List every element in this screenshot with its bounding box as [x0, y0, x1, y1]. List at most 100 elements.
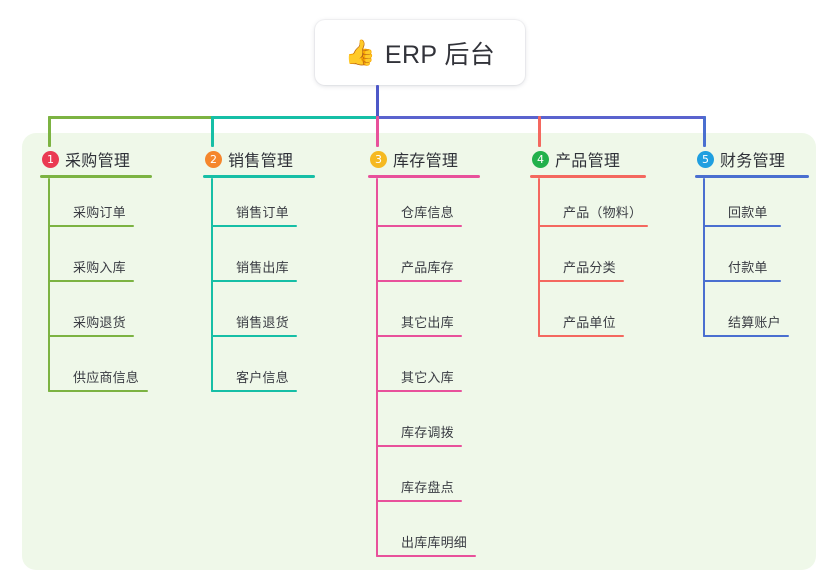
leaf-item[interactable]: 产品库存: [368, 233, 480, 288]
leaf-item-rule: [538, 225, 648, 227]
drop-line-4: [538, 116, 541, 147]
leaf-item-label: 结算账户: [728, 315, 781, 330]
bus-segment-teal: [211, 116, 379, 119]
leaf-item-rule: [48, 280, 134, 282]
root-node-title: ERP 后台: [384, 40, 496, 69]
branch-header-2[interactable]: 2 销售管理: [203, 148, 315, 170]
leaf-item-rule: [376, 335, 462, 337]
branch-badge-3: 3: [370, 150, 387, 168]
leaf-item-rule: [376, 500, 462, 502]
leaf-item-rule: [48, 390, 148, 392]
leaf-item-label: 回款单: [728, 205, 768, 220]
leaf-item-label: 产品单位: [563, 315, 616, 330]
leaf-item-label: 仓库信息: [401, 205, 454, 220]
leaf-item-rule: [376, 555, 476, 557]
trunk-line: [376, 85, 379, 119]
branch-column-4: 4 产品管理产品（物料） 产品分类产品单位: [530, 148, 648, 343]
leaf-item[interactable]: 仓库信息: [368, 178, 480, 233]
leaf-item[interactable]: 产品（物料）: [530, 178, 648, 233]
branch-badge-1: 1: [42, 150, 59, 168]
branch-header-1[interactable]: 1 采购管理: [40, 148, 152, 170]
branch-header-rule-1: [40, 175, 152, 178]
leaf-item[interactable]: 其它入库: [368, 343, 480, 398]
branch-title-1: 采购管理: [65, 153, 131, 170]
branch-header-rule-3: [368, 175, 480, 178]
branch-spine-4: [538, 178, 540, 337]
leaf-item-rule: [703, 280, 781, 282]
branch-header-4[interactable]: 4 产品管理: [530, 148, 646, 170]
leaf-item[interactable]: 结算账户: [695, 288, 809, 343]
root-node-inner: 👍 ERP 后台: [345, 35, 495, 71]
leaf-item-rule: [211, 390, 297, 392]
leaf-item-rule: [48, 335, 134, 337]
branch-header-rule-4: [530, 175, 646, 178]
branch-title-2: 销售管理: [228, 153, 294, 170]
leaf-item-label: 产品分类: [563, 260, 616, 275]
drop-line-5: [703, 116, 706, 147]
branch-items-4: 产品（物料） 产品分类产品单位: [530, 178, 648, 343]
branch-header-3[interactable]: 3 库存管理: [368, 148, 480, 170]
branch-badge-5: 5: [697, 150, 714, 168]
drop-line-1: [48, 116, 51, 147]
branch-items-5: 回款单付款单结算账户: [695, 178, 809, 343]
bus-segment-green: [48, 116, 214, 119]
leaf-item-rule: [538, 335, 624, 337]
branch-items-3: 仓库信息产品库存其它出库其它入库库存调拨库存盘点出库库明细: [368, 178, 480, 563]
branch-title-4: 产品管理: [555, 153, 621, 170]
leaf-item[interactable]: 库存盘点: [368, 453, 480, 508]
leaf-item-label: 采购订单: [73, 205, 126, 220]
branch-items-2: 销售订单销售出库销售退货客户信息: [203, 178, 315, 398]
leaf-item[interactable]: 销售订单: [203, 178, 315, 233]
leaf-item[interactable]: 付款单: [695, 233, 809, 288]
leaf-item[interactable]: 出库库明细: [368, 508, 480, 563]
branch-spine-2: [211, 178, 213, 392]
leaf-item[interactable]: 客户信息: [203, 343, 315, 398]
leaf-item-label: 供应商信息: [73, 370, 140, 385]
leaf-item[interactable]: 库存调拨: [368, 398, 480, 453]
leaf-item-label: 采购入库: [73, 260, 126, 275]
leaf-item-rule: [376, 280, 462, 282]
leaf-item-rule: [538, 280, 624, 282]
leaf-item-label: 销售出库: [236, 260, 289, 275]
leaf-item-rule: [376, 445, 462, 447]
drop-line-2: [211, 116, 214, 147]
drop-line-3: [376, 116, 379, 147]
leaf-item-label: 其它入库: [401, 370, 454, 385]
leaf-item-rule: [703, 335, 789, 337]
leaf-item-rule: [48, 225, 134, 227]
branch-header-rule-5: [695, 175, 809, 178]
leaf-item[interactable]: 回款单: [695, 178, 809, 233]
leaf-item-label: 客户信息: [236, 370, 289, 385]
leaf-item-rule: [376, 225, 462, 227]
leaf-item-label: 其它出库: [401, 315, 454, 330]
leaf-item-rule: [211, 335, 297, 337]
leaf-item-label: 销售订单: [236, 205, 289, 220]
branch-badge-4: 4: [532, 150, 549, 168]
leaf-item[interactable]: 采购退货: [40, 288, 152, 343]
content-panel: [22, 133, 816, 570]
branch-header-rule-2: [203, 175, 315, 178]
leaf-item-label: 销售退货: [236, 315, 289, 330]
leaf-item-label: 采购退货: [73, 315, 126, 330]
leaf-item[interactable]: 采购订单: [40, 178, 152, 233]
leaf-item[interactable]: 供应商信息: [40, 343, 152, 398]
leaf-item-label: 出库库明细: [401, 535, 468, 550]
leaf-item[interactable]: 产品单位: [530, 288, 646, 343]
branch-column-2: 2 销售管理销售订单销售出库销售退货客户信息: [203, 148, 315, 398]
leaf-item[interactable]: 其它出库: [368, 288, 480, 343]
branch-column-1: 1 采购管理采购订单采购入库采购退货供应商信息: [40, 148, 152, 398]
bus-segment-purple: [376, 116, 706, 119]
branch-items-1: 采购订单采购入库采购退货供应商信息: [40, 178, 152, 398]
thumbs-up-icon: 👍: [344, 38, 376, 67]
leaf-item[interactable]: 采购入库: [40, 233, 152, 288]
leaf-item-label: 库存盘点: [401, 480, 454, 495]
branch-spine-3: [376, 178, 378, 557]
leaf-item[interactable]: 销售退货: [203, 288, 315, 343]
root-node-card[interactable]: 👍 ERP 后台: [315, 20, 525, 85]
branch-title-3: 库存管理: [393, 153, 459, 170]
leaf-item[interactable]: 销售出库: [203, 233, 315, 288]
leaf-item[interactable]: 产品分类: [530, 233, 646, 288]
branch-badge-2: 2: [205, 150, 222, 168]
